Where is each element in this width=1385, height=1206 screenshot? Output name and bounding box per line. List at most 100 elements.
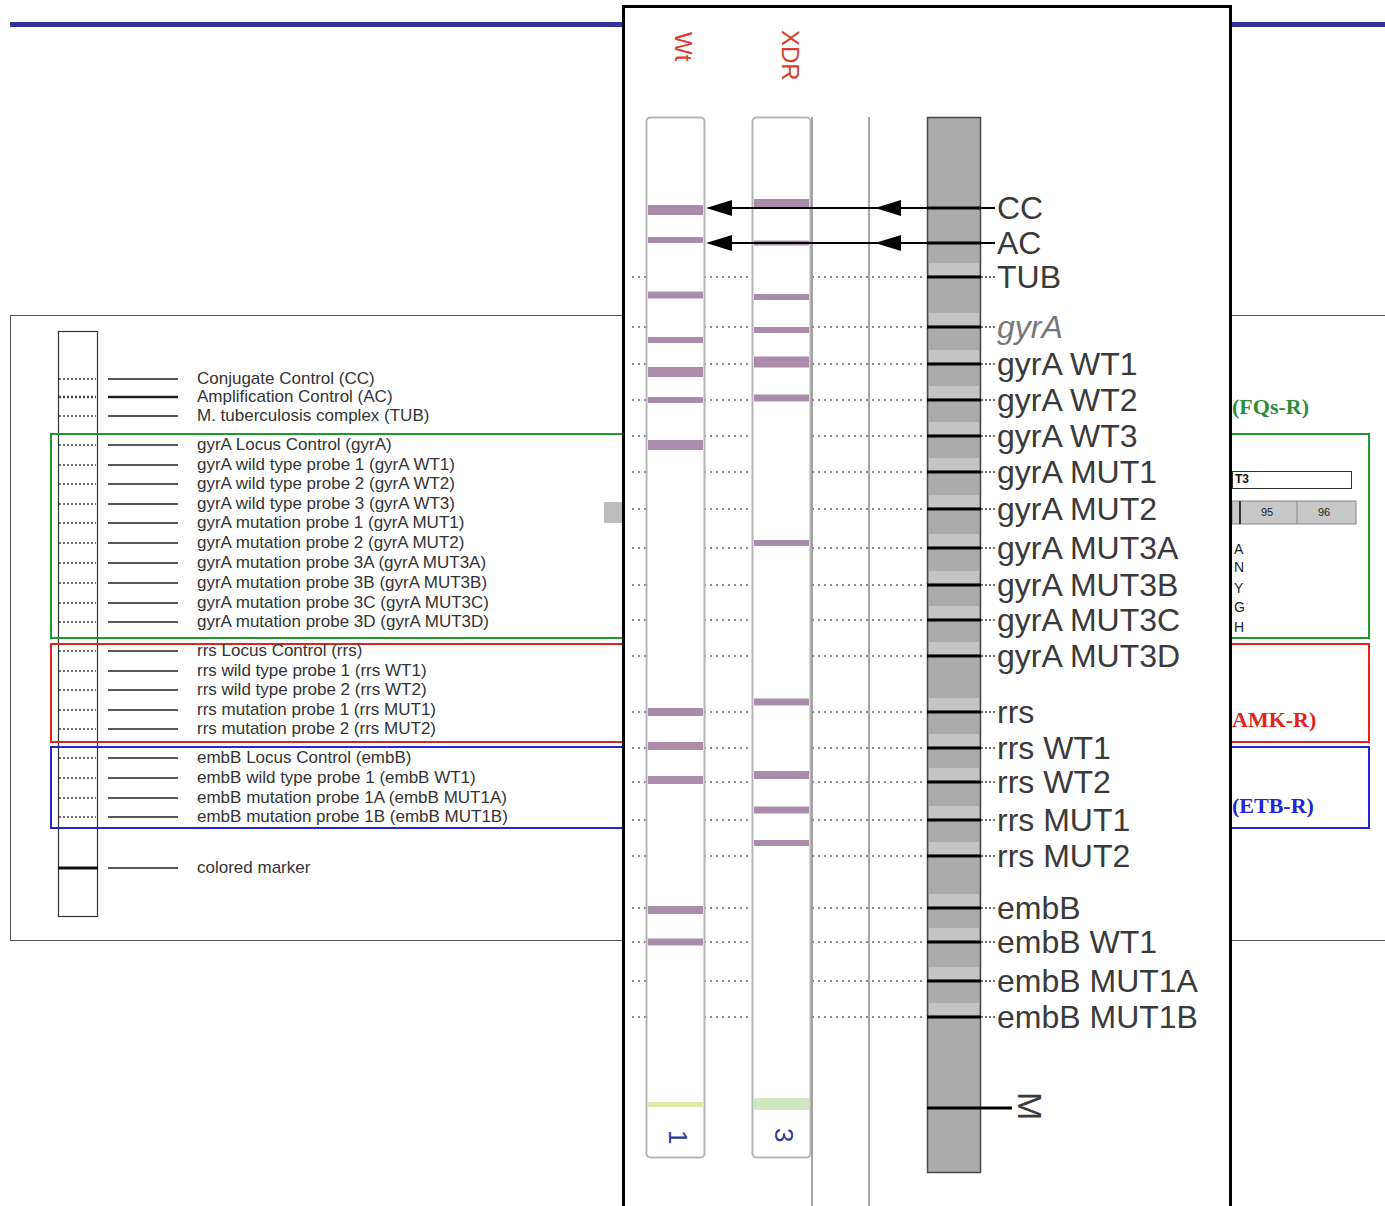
strip-tag [648, 1102, 703, 1107]
dotted-guide [632, 781, 926, 783]
probe-label: gyrA Locus Control (gyrA) [197, 435, 392, 455]
codon-divider [1239, 501, 1241, 524]
marker-line [58, 867, 98, 870]
band [754, 294, 809, 300]
template-line [927, 363, 981, 366]
template-line [927, 276, 981, 279]
probe-dots [59, 602, 96, 603]
template-cell [929, 806, 979, 818]
leader-dots [981, 1016, 995, 1018]
legend-panel [11, 316, 1385, 941]
template-cell [929, 458, 979, 470]
photo-frame [624, 7, 1231, 1206]
template-lines [706, 200, 995, 1017]
probe-dots [59, 650, 96, 651]
strip-tag [754, 1098, 809, 1110]
leader-dots [981, 207, 995, 209]
leader-dots [981, 584, 995, 586]
probe-label: gyrA wild type probe 1 (gyrA WT1) [197, 455, 455, 475]
leader-dots [981, 508, 995, 510]
probe-label: embB mutation probe 1B (embB MUT1B) [197, 807, 508, 827]
gray-bar-fragment [604, 502, 624, 523]
dotted-guide [632, 980, 926, 982]
probe-dots [59, 542, 96, 543]
template-line [927, 584, 981, 587]
probe-label: gyrA mutation probe 2 (gyrA MUT2) [197, 533, 464, 553]
template-line [927, 655, 981, 658]
probe-label: rrs wild type probe 2 (rrs WT2) [197, 680, 427, 700]
codon-number: 95 [1261, 505, 1273, 520]
leader-dots [981, 435, 995, 437]
probe-line [108, 415, 178, 416]
probe-line [108, 670, 178, 671]
band [648, 205, 703, 215]
template-line [927, 855, 981, 858]
template-label: embB MUT1B [997, 998, 1198, 1036]
codon-bar [1232, 501, 1356, 524]
probe-label: embB Locus Control (embB) [197, 748, 411, 768]
arrowhead [706, 200, 732, 216]
template-line [927, 547, 981, 550]
group-box: rrs Locus Control (rrs)rrs wild type pro… [50, 643, 1370, 743]
band [754, 807, 809, 814]
probe-line [108, 378, 178, 379]
probe-dots [59, 396, 96, 399]
template-cell [929, 571, 979, 583]
arrowhead [706, 235, 732, 251]
probe-line [108, 464, 178, 465]
template-cell [929, 263, 979, 275]
band [648, 237, 703, 243]
strip-title: XDR [777, 30, 803, 81]
probe-line [108, 689, 178, 690]
dotted-guide [632, 435, 926, 437]
probe-line [108, 777, 178, 778]
pointer-line [720, 242, 995, 244]
amino-acid: H [1234, 619, 1244, 635]
strip-edge [811, 117, 813, 1206]
probe-box [1233, 472, 1352, 489]
probe-dots [59, 709, 96, 710]
leader-dots [981, 980, 995, 982]
template-cell [929, 1003, 979, 1015]
dotted-guides [632, 277, 926, 1017]
template-line [927, 399, 981, 402]
template-label: embB WT1 [997, 923, 1157, 961]
leader-dots [981, 471, 995, 473]
probe-line [108, 522, 178, 523]
probe-dots [59, 582, 96, 583]
template-line [927, 980, 981, 983]
leader-dots [981, 781, 995, 783]
template-cell [929, 894, 979, 906]
template-label: embB MUT1A [997, 962, 1198, 1000]
probe-dots [59, 444, 96, 445]
probe-line [108, 582, 178, 583]
marker-line [108, 867, 178, 868]
codon-divider [1297, 501, 1298, 524]
template-label: gyrA MUT2 [997, 490, 1157, 528]
marker-line [927, 1107, 1012, 1110]
template-line [927, 471, 981, 474]
template-cell [929, 495, 979, 507]
probe-dots [59, 415, 96, 416]
probe-label: gyrA mutation probe 3C (gyrA MUT3C) [197, 593, 489, 613]
probe-dots [59, 757, 96, 758]
arrowhead [875, 235, 901, 251]
leader-dots [981, 941, 995, 943]
strip-title: Wt [670, 32, 696, 61]
template-cell [929, 350, 979, 362]
dotted-guide [632, 711, 926, 713]
probe-line [108, 396, 178, 399]
codon-number: 96 [1318, 505, 1330, 520]
template-cell [929, 313, 979, 325]
leader-dots [981, 399, 995, 401]
probe-line [108, 650, 178, 651]
template-strip [928, 118, 981, 1173]
resistance-label: (ETB-R) [1232, 793, 1314, 819]
probe-dots [59, 378, 96, 379]
template-line [927, 941, 981, 944]
probe-line [108, 602, 178, 603]
resistance-label: (FQs-R) [1232, 394, 1309, 420]
template-label: rrs [997, 693, 1034, 731]
band [754, 357, 809, 368]
